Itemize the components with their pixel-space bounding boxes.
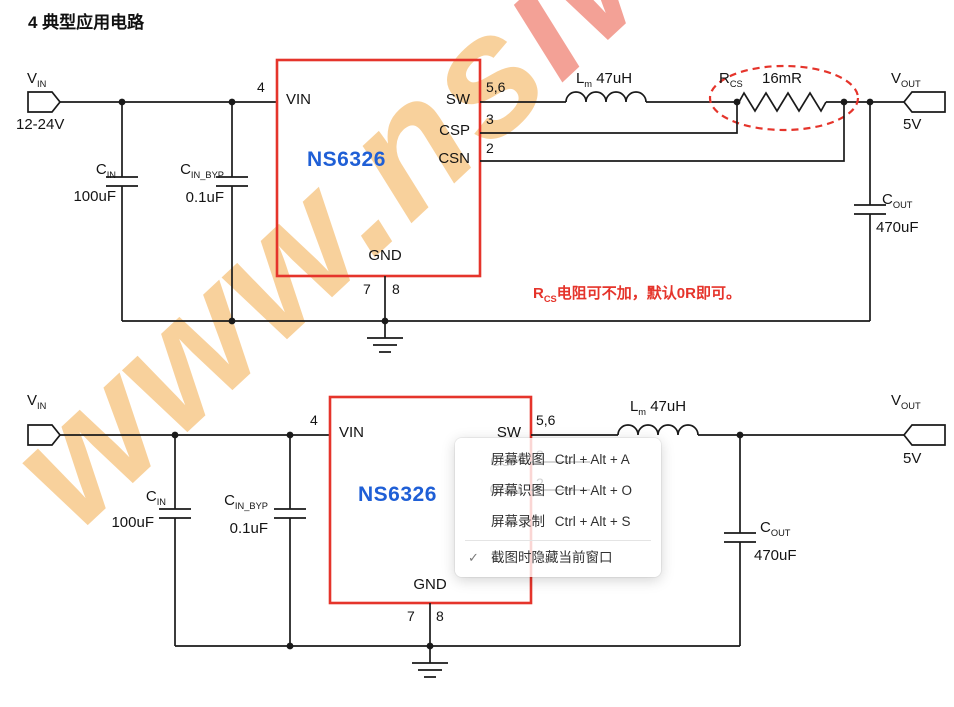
csn-trace-top [480,102,845,162]
cin-value-top: 100uF [73,188,116,205]
menu-item-screen-ocr[interactable]: 屏幕识图 Ctrl + Alt + O [455,475,661,506]
vin-net-label-top: VIN [27,70,47,89]
ground-symbol-top [367,276,403,353]
page-heading: 4 典型应用电路 [28,13,145,32]
menu-item-label: 屏幕录制 [491,514,545,529]
menu-item-shortcut: Ctrl + Alt + O [554,483,633,498]
check-icon: ✓ [468,550,479,565]
pin7-number-top: 7 [363,281,371,297]
rcs-value: 16mR [762,70,803,87]
cinbyp-value-top: 0.1uF [185,189,224,206]
vout-net-label-top: VOUT [891,70,921,89]
cout-label-bottom: COUT [760,519,791,538]
vout-net-label-bottom: VOUT [891,392,921,411]
cin-label-bottom: CIN [145,488,166,507]
sw-pin-label-bottom: SW [496,424,521,441]
inductor-label-bottom: Lm 47uH [629,398,687,417]
menu-separator [465,540,651,541]
vout-connector-top [902,91,946,113]
rcs-resistor [738,91,827,113]
rcs-label: RCS [719,70,743,89]
csp-pin-label-top: CSP [439,122,470,139]
cout-value-top: 470uF [876,219,919,236]
chip-name-top: NS6326 [307,148,386,171]
vin-net-label-bottom: VIN [27,392,47,411]
cin-capacitor-bottom [159,435,191,646]
circuit-top [27,58,946,353]
cin-label-top: CIN [95,161,116,180]
cout-capacitor-bottom [724,435,756,646]
menu-item-label: 屏幕截图 [491,452,545,467]
vin-pin-label-top: VIN [286,91,312,108]
cout-value-bottom: 470uF [754,547,797,564]
cinbyp-label-bottom: CIN_BYP [224,492,268,511]
vin-connector-top [27,91,62,113]
vout-connector-bottom [902,424,946,446]
pin7-number-bottom: 7 [407,608,415,624]
inductor-coil-bottom [617,424,699,436]
rcs-highlight-ellipse [708,64,860,132]
vin-pin-label-bottom: VIN [339,424,365,441]
cinbyp-label-top: CIN_BYP [180,161,224,180]
pin8-number-bottom: 8 [436,608,444,624]
menu-item-hide-window-toggle[interactable]: ✓ 截图时隐藏当前窗口 [455,544,661,572]
vout-value-top: 5V [903,116,922,133]
menu-item-shortcut: Ctrl + Alt + A [554,452,630,467]
gnd-pin-label-bottom: GND [413,576,447,593]
sw-pin-label-top: SW [445,91,470,108]
csp-trace-top [480,102,738,134]
menu-item-shortcut: Ctrl + Alt + S [554,514,631,529]
sw-pin-numbers-bottom: 5,6 [536,412,556,428]
chip-body-top [275,58,482,278]
menu-item-screen-capture[interactable]: 屏幕截图 Ctrl + Alt + A [455,444,661,475]
cin-capacitor-top [106,102,138,321]
pin8-number-top: 8 [392,281,400,297]
menu-item-label: 屏幕识图 [491,483,545,498]
cinbyp-capacitor-top [216,102,248,321]
vin-range-label: 12-24V [16,116,65,133]
cout-capacitor-top [854,102,886,321]
cinbyp-capacitor-bottom [274,435,306,646]
inductor-label-top: Lm 47uH [575,70,633,89]
junction-dots-top [118,98,874,325]
csn-pin-number-top: 2 [486,140,494,156]
cin-value-bottom: 100uF [111,514,154,531]
inductor-coil-top [565,91,647,103]
pin4-number-bottom: 4 [310,412,318,428]
cout-label-top: COUT [882,191,913,210]
cinbyp-value-bottom: 0.1uF [229,520,268,537]
csp-pin-number-top: 3 [486,111,494,127]
menu-item-screen-record[interactable]: 屏幕录制 Ctrl + Alt + S [455,506,661,537]
screenshot-context-menu: 屏幕截图 Ctrl + Alt + A 屏幕识图 Ctrl + Alt + O … [455,438,661,577]
rcs-note: RCS电阻可不加，默认0R即可。 [533,285,741,304]
sw-pin-numbers-top: 5,6 [486,79,506,95]
csn-pin-label-top: CSN [438,150,470,167]
ground-symbol-bottom [412,603,448,678]
menu-item-label: 截图时隐藏当前窗口 [491,550,613,565]
chip-name-bottom: NS6326 [358,483,437,506]
gnd-pin-label-top: GND [368,247,402,264]
junction-dots-bottom [171,431,744,650]
pin4-number-top: 4 [257,79,265,95]
vin-connector-bottom [27,424,62,446]
vout-value-bottom: 5V [903,450,922,467]
